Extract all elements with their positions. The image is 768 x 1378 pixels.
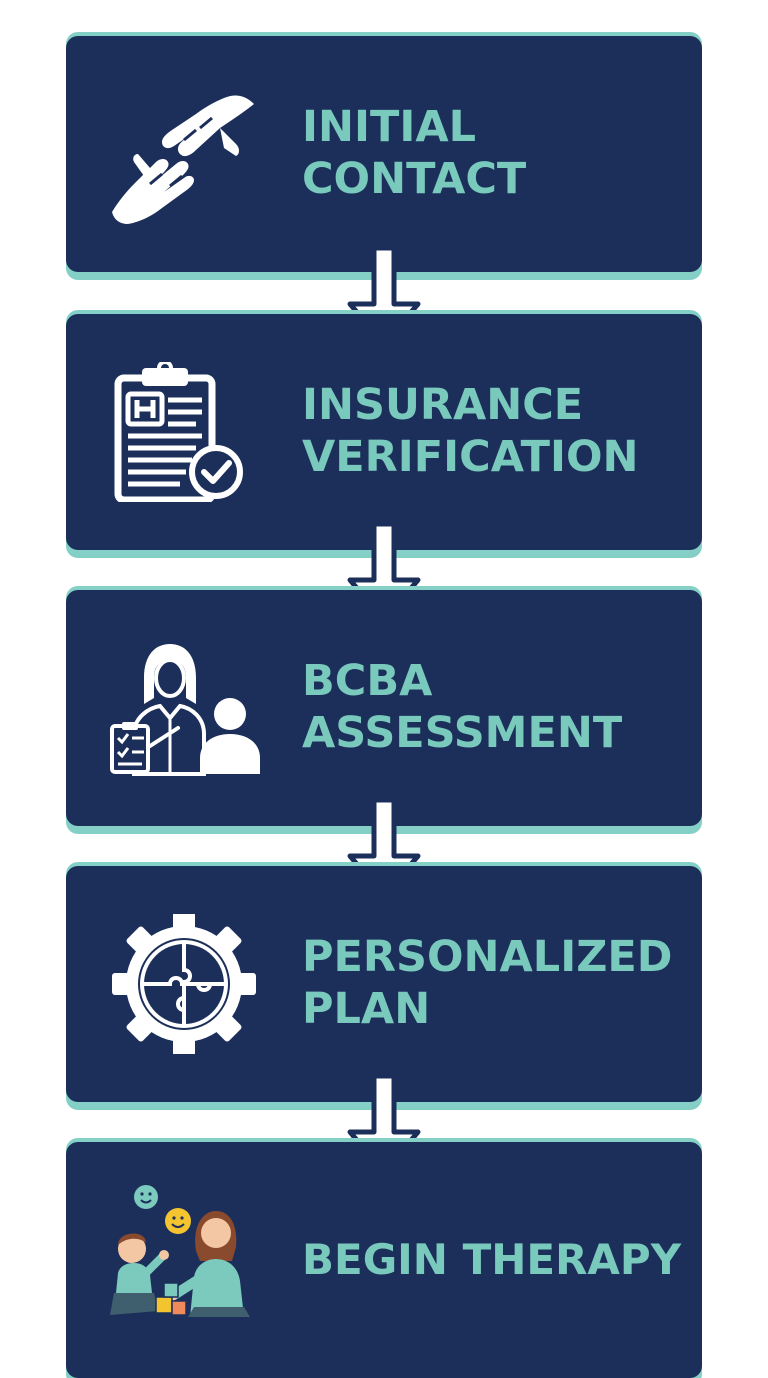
step-title: INITIAL CONTACT	[302, 102, 527, 204]
step-title: BCBA ASSESSMENT	[302, 656, 623, 758]
step-insurance-verification: INSURANCE VERIFICATION	[66, 314, 702, 550]
step-title: PERSONALIZED PLAN	[302, 932, 673, 1034]
child-therapy-play-icon	[110, 1185, 250, 1317]
step-initial-contact: INITIAL CONTACT	[66, 36, 702, 272]
clinician-with-child-icon	[110, 644, 260, 776]
step-bcba-assessment: BCBA ASSESSMENT	[66, 590, 702, 826]
clipboard-check-icon	[114, 362, 243, 502]
handshake-reach-icon	[112, 95, 254, 224]
step-begin-therapy: BEGIN THERAPY	[66, 1142, 702, 1378]
step-title: INSURANCE VERIFICATION	[302, 380, 639, 482]
step-title: BEGIN THERAPY	[302, 1234, 682, 1284]
step-personalized-plan: PERSONALIZED PLAN	[66, 866, 702, 1102]
gear-puzzle-icon	[112, 914, 256, 1054]
